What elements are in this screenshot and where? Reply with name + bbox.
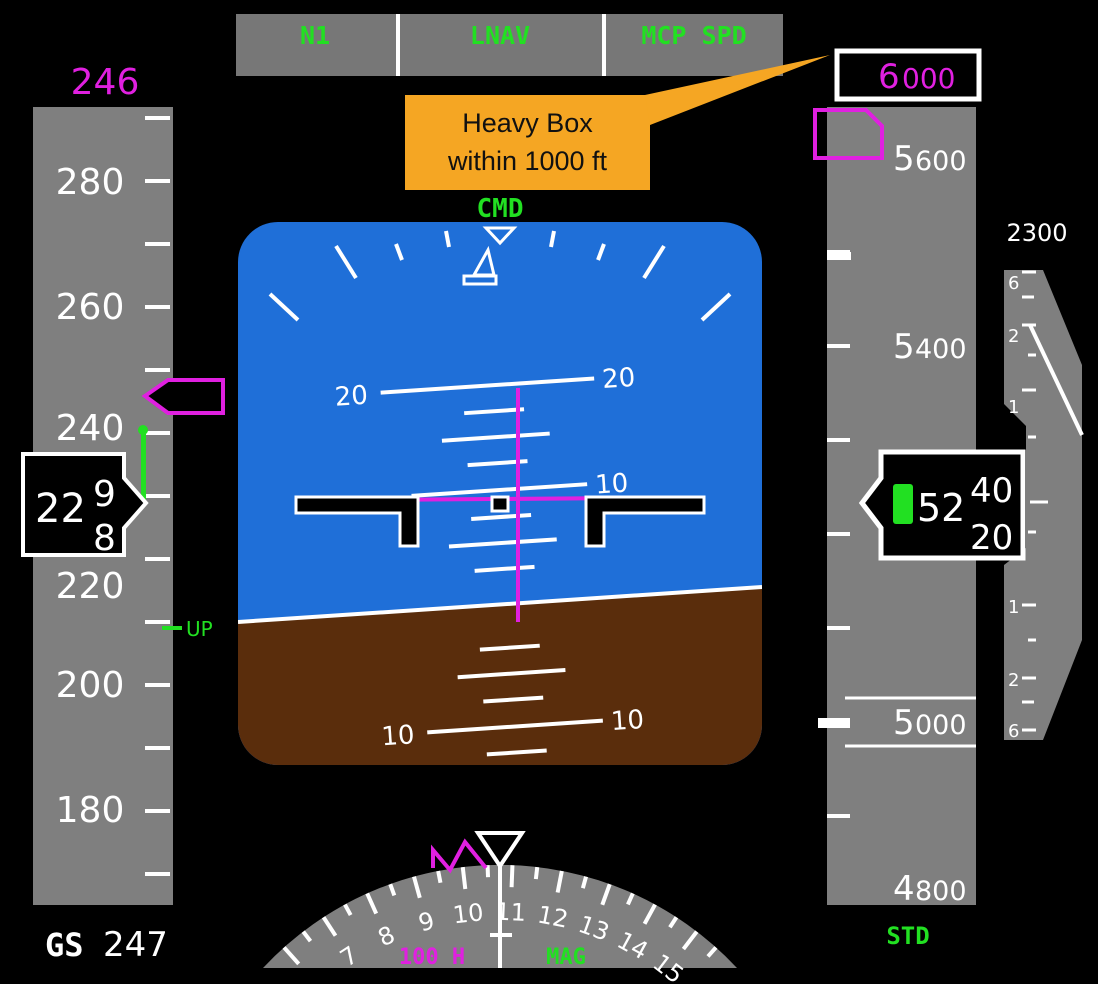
pitch-label: 20 [334, 381, 369, 413]
heading-tick [321, 916, 338, 937]
altitude-readout-roll: 40 [970, 471, 1013, 511]
roll-scale [268, 230, 732, 322]
speed-label: 280 [56, 162, 125, 203]
heading-tick [412, 876, 422, 899]
speed-readout-box: 22 9 8 [21, 452, 149, 559]
altitude-readout-box: 52 40 20 [858, 449, 1026, 561]
selected-speed: 246 [71, 62, 140, 103]
callout-line-1: Heavy Box [462, 108, 593, 138]
heading-tick [460, 866, 468, 890]
altitude-label: 800 [915, 876, 967, 907]
roll-zero-index [482, 226, 518, 246]
altitude-readout-main: 52 [917, 486, 965, 530]
annotation-callout: Heavy Box within 1000 ft [405, 55, 830, 190]
heading-tick [706, 946, 718, 958]
vertical-speed-indicator: 6 2 1 1 2 6 [1004, 270, 1084, 742]
baro-setting: STD [886, 922, 929, 950]
selected-altitude-thousands: 6 [878, 57, 900, 97]
heading-tick [436, 870, 443, 884]
heading-tick [343, 903, 353, 917]
heading-tick [301, 930, 313, 943]
heading-tick [600, 883, 612, 906]
ground-speed-label: GS [45, 926, 84, 964]
pitch-ladder [380, 376, 603, 757]
speed-label: 200 [56, 665, 125, 706]
altitude-label: 4 [893, 869, 915, 909]
altitude-label: 000 [915, 710, 967, 741]
heading-tick [555, 870, 564, 893]
heading-tick [681, 930, 699, 951]
heading-label: 10 [451, 898, 485, 929]
heading-bug [431, 838, 488, 874]
roll-pointer [462, 245, 498, 286]
heading-tick [388, 883, 397, 897]
heading-tick [580, 876, 588, 889]
heading-tick [533, 866, 540, 880]
heading-tick [282, 946, 301, 966]
altitude-label: 5 [893, 327, 915, 367]
heading-tick [626, 892, 635, 906]
speed-label: 220 [56, 566, 125, 607]
speed-readout-roll: 9 [93, 474, 116, 515]
flight-mode-annunciator: N1 LNAV MCP SPD [236, 14, 783, 76]
speed-trend-vector [138, 425, 148, 500]
heading-label: 12 [535, 900, 570, 933]
heading-tick [642, 903, 657, 925]
speed-label: 240 [56, 408, 125, 449]
pitch-label: 10 [594, 468, 629, 500]
afds-status: CMD [477, 194, 524, 224]
pitch-label: 20 [601, 363, 636, 395]
vsi-label: 2 [1008, 670, 1019, 691]
attitude-indicator: 20 20 10 10 10 [238, 222, 762, 765]
vsi-label: 1 [1008, 397, 1019, 418]
altitude-label: 600 [915, 146, 967, 177]
flap-marker-tick [162, 626, 182, 630]
ground-speed-value: 247 [103, 925, 168, 965]
heading-tick [668, 916, 679, 929]
callout-line-2: within 1000 ft [447, 146, 608, 176]
altitude-bug [813, 108, 884, 160]
altitude-alert-indicator [893, 484, 913, 524]
heading-tick [509, 865, 515, 888]
heading-reference: MAG [546, 945, 586, 970]
callout-pointer [645, 55, 830, 125]
selected-altitude-hundreds: 000 [902, 62, 955, 95]
altitude-label: 400 [915, 334, 967, 365]
vsi-label: 6 [1008, 721, 1019, 742]
altitude-label: 5 [893, 139, 915, 179]
aircraft-symbol [294, 495, 706, 548]
speed-bug [141, 378, 225, 415]
vsi-label: 2 [1008, 326, 1019, 347]
heading-tick [365, 892, 379, 915]
speed-label: 260 [56, 287, 125, 328]
vertical-speed-readout: 2300 [1006, 219, 1067, 247]
speed-label: 180 [56, 790, 125, 831]
speed-readout-roll-below: 8 [93, 518, 116, 559]
vsi-label: 6 [1008, 273, 1019, 294]
heading-pointer [474, 831, 526, 870]
heading-label: 9 [415, 906, 437, 937]
altitude-label: 5 [893, 703, 915, 743]
vsi-needle [1028, 324, 1084, 436]
flap-marker-label: UP [186, 617, 213, 641]
fma-roll-mode: LNAV [470, 21, 530, 50]
pitch-label: 10 [380, 720, 415, 752]
horizon-line [238, 585, 762, 624]
fma-thrust-mode: N1 [300, 21, 330, 50]
pitch-label: 10 [610, 705, 645, 737]
selected-heading-label: 100 H [399, 945, 465, 970]
altitude-readout-roll-below: 20 [970, 518, 1013, 558]
speed-readout-main: 22 [35, 486, 86, 532]
vsi-label: 1 [1008, 597, 1019, 618]
fma-pitch-mode: MCP SPD [641, 21, 746, 50]
selected-altitude-box: 6 000 [834, 48, 982, 102]
